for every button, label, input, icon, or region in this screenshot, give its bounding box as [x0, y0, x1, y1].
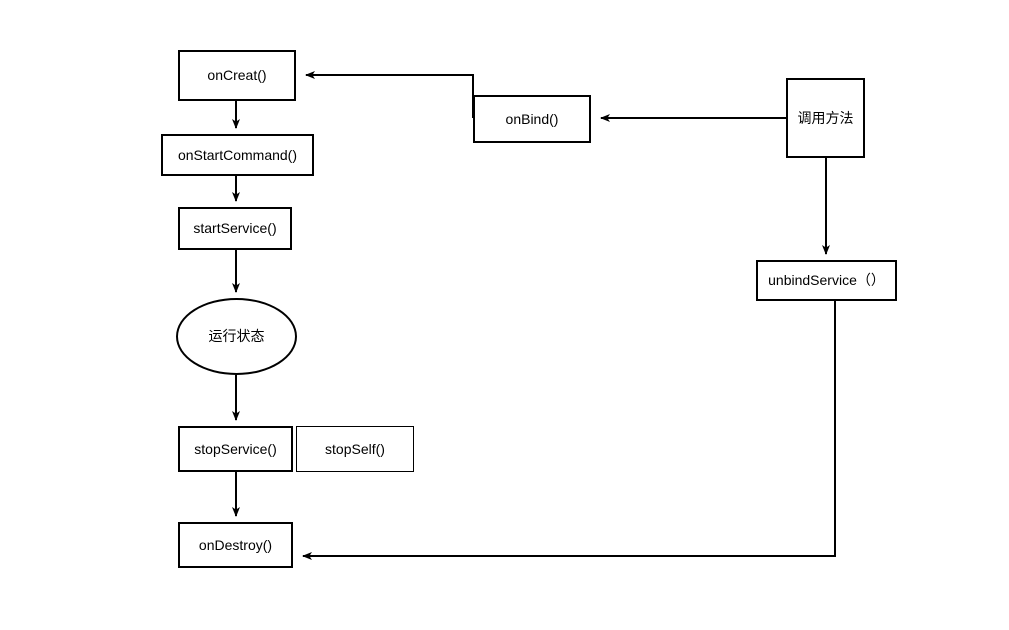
node-onCreat-label: onCreat() [207, 67, 267, 84]
node-onDestroy-label: onDestroy() [198, 536, 273, 553]
node-startService[interactable]: startService() [178, 207, 292, 250]
node-onStartCommand[interactable]: onStartCommand() [161, 134, 314, 176]
node-call-method[interactable]: 调用方法 [786, 78, 865, 158]
node-startService-label: startService() [193, 220, 277, 237]
node-stopSelf[interactable]: stopSelf() [296, 426, 414, 472]
node-unbindService-label: unbindService（） [768, 272, 885, 289]
node-call-method-label: 调用方法 [797, 109, 854, 126]
node-stopService[interactable]: stopService() [178, 426, 293, 472]
node-running-state-label: 运行状态 [208, 328, 265, 345]
node-onBind-label: onBind() [505, 110, 559, 127]
edge-onBind-to-onCreat [305, 71, 474, 118]
node-running-state[interactable]: 运行状态 [176, 298, 297, 375]
node-stopService-label: stopService() [194, 440, 277, 457]
node-unbindService[interactable]: unbindService（） [756, 260, 897, 301]
node-stopSelf-label: stopSelf() [325, 440, 385, 457]
node-onDestroy[interactable]: onDestroy() [178, 522, 293, 568]
node-onCreat[interactable]: onCreat() [178, 50, 296, 101]
node-onBind[interactable]: onBind() [473, 95, 591, 143]
node-onStartCommand-label: onStartCommand() [177, 146, 298, 163]
